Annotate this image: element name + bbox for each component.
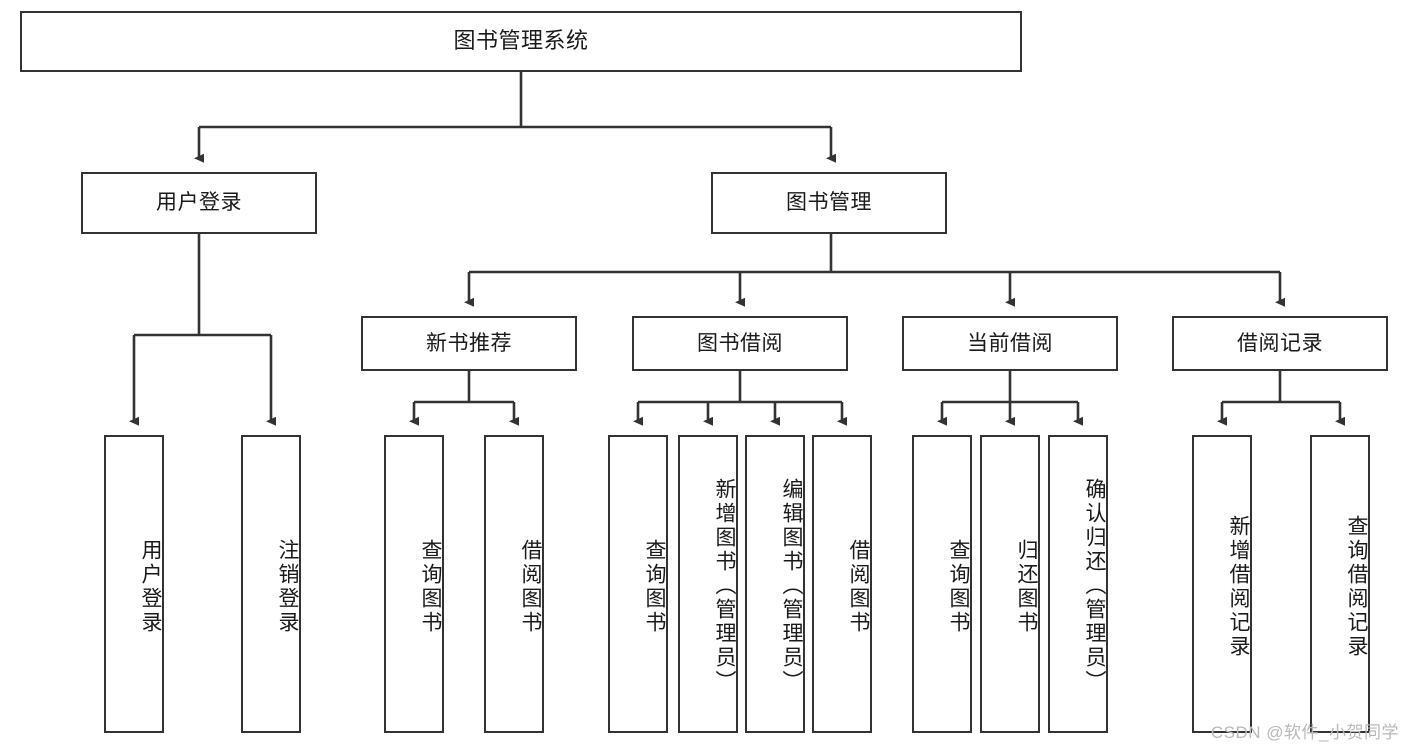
node-label: 确认归还（管理员）	[1083, 478, 1106, 694]
node-leaf-add-book[interactable]: 新增图书（管理员）	[678, 435, 738, 733]
node-leaf-confirm-return[interactable]: 确认归还（管理员）	[1048, 435, 1108, 733]
node-label: 注销登录	[276, 539, 299, 635]
node-label: 图书管理系统	[453, 28, 589, 54]
node-label: 新书推荐	[426, 331, 512, 355]
node-label: 借阅记录	[1237, 331, 1323, 355]
node-leaf-query-book-1[interactable]: 查询图书	[384, 435, 444, 733]
node-current-borrow[interactable]: 当前借阅	[902, 316, 1118, 371]
node-leaf-query-book-3[interactable]: 查询图书	[912, 435, 972, 733]
node-borrow-record[interactable]: 借阅记录	[1172, 316, 1388, 371]
node-leaf-user-login[interactable]: 用户登录	[104, 435, 164, 733]
node-label: 用户登录	[156, 191, 242, 215]
node-label: 查询图书	[947, 539, 970, 635]
node-new-book-recommend[interactable]: 新书推荐	[361, 316, 577, 371]
node-label: 图书借阅	[697, 331, 783, 355]
node-label: 查询借阅记录	[1345, 515, 1368, 659]
node-label: 借阅图书	[519, 539, 542, 635]
node-label: 新增借阅记录	[1227, 515, 1250, 659]
node-root-title[interactable]: 图书管理系统	[20, 11, 1022, 72]
node-leaf-return-book[interactable]: 归还图书	[980, 435, 1040, 733]
node-label: 新增图书（管理员）	[713, 478, 736, 694]
node-label: 归还图书	[1015, 539, 1038, 635]
node-leaf-borrow-book-1[interactable]: 借阅图书	[484, 435, 544, 733]
node-leaf-add-record[interactable]: 新增借阅记录	[1192, 435, 1252, 733]
node-leaf-query-record[interactable]: 查询借阅记录	[1310, 435, 1370, 733]
node-leaf-query-book-2[interactable]: 查询图书	[608, 435, 668, 733]
node-user-login[interactable]: 用户登录	[81, 172, 317, 234]
node-label: 查询图书	[419, 539, 442, 635]
node-book-manage[interactable]: 图书管理	[711, 172, 947, 234]
node-label: 借阅图书	[847, 539, 870, 635]
node-book-borrow[interactable]: 图书借阅	[632, 316, 848, 371]
node-label: 用户登录	[139, 539, 162, 635]
node-label: 图书管理	[786, 191, 872, 215]
node-leaf-edit-book[interactable]: 编辑图书（管理员）	[745, 435, 805, 733]
node-label: 编辑图书（管理员）	[780, 478, 803, 694]
node-label: 当前借阅	[967, 331, 1053, 355]
node-leaf-user-logout[interactable]: 注销登录	[241, 435, 301, 733]
node-leaf-borrow-book-2[interactable]: 借阅图书	[812, 435, 872, 733]
node-label: 查询图书	[643, 539, 666, 635]
watermark-text: CSDN @软件_小贺同学	[1210, 723, 1399, 742]
